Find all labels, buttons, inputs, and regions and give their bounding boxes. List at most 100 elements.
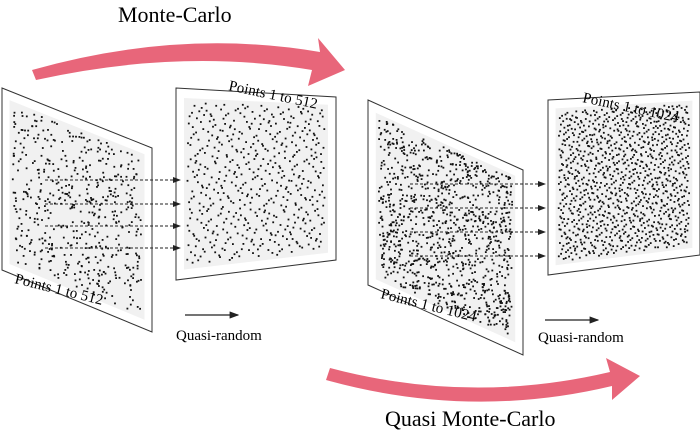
sample-point	[501, 302, 503, 304]
sample-point	[214, 251, 217, 254]
sample-point	[652, 127, 655, 129]
sample-point	[391, 142, 394, 145]
sample-point	[627, 207, 630, 209]
sample-point	[97, 283, 99, 285]
sample-point	[686, 229, 689, 232]
sample-point	[286, 199, 289, 201]
sample-point	[191, 261, 194, 264]
sample-point	[442, 278, 444, 281]
sample-point	[200, 191, 203, 194]
sample-point	[415, 215, 418, 218]
sample-point	[15, 210, 18, 213]
sample-point	[383, 263, 385, 266]
sample-point	[135, 213, 138, 216]
sample-point	[612, 111, 615, 113]
sample-point	[262, 118, 265, 121]
sample-point	[426, 261, 429, 263]
sample-point	[673, 114, 676, 117]
sample-point	[506, 211, 509, 214]
sample-point	[647, 244, 650, 246]
sample-point	[660, 148, 663, 151]
sample-point	[316, 120, 319, 123]
sample-point	[388, 199, 390, 202]
sample-point	[593, 198, 596, 201]
sample-point	[666, 179, 669, 182]
sample-point	[646, 174, 649, 177]
sample-point	[41, 219, 43, 221]
sample-point	[505, 228, 508, 231]
sample-point	[92, 291, 95, 294]
sample-point	[439, 296, 442, 298]
sample-point	[483, 257, 486, 260]
sample-point	[469, 306, 471, 308]
sample-point	[301, 130, 304, 132]
sample-point	[505, 191, 508, 194]
sample-point	[113, 214, 115, 217]
sample-point	[42, 129, 45, 132]
sample-point	[35, 202, 37, 205]
sample-point	[459, 164, 461, 166]
sample-point	[447, 156, 449, 159]
sample-point	[290, 233, 292, 236]
sample-point	[419, 174, 422, 177]
sample-point	[392, 123, 394, 126]
sample-point	[235, 176, 238, 178]
sample-point	[558, 134, 560, 137]
sample-point	[412, 168, 415, 171]
sample-point	[682, 119, 684, 122]
sample-point	[608, 186, 611, 189]
sample-point	[107, 158, 109, 160]
sample-point	[503, 259, 505, 262]
sample-point	[609, 197, 612, 200]
sample-point	[273, 214, 275, 217]
sample-point	[94, 235, 96, 238]
sample-point	[200, 107, 203, 109]
sample-point	[98, 159, 100, 162]
sample-point	[244, 107, 247, 110]
sample-point	[390, 272, 392, 275]
sample-point	[622, 150, 625, 153]
sample-point	[576, 188, 579, 191]
sample-point	[126, 151, 129, 154]
sample-point	[64, 269, 67, 271]
sample-point	[649, 117, 652, 120]
sample-point	[684, 149, 687, 151]
sample-point	[616, 128, 619, 131]
sample-point	[27, 129, 30, 132]
sample-point	[189, 208, 191, 211]
sample-point	[237, 218, 240, 221]
sample-point	[659, 157, 662, 160]
sample-point	[601, 201, 604, 203]
sample-point	[272, 221, 275, 224]
sample-point	[120, 150, 122, 153]
sample-point	[46, 209, 49, 212]
sample-point	[191, 111, 193, 114]
sample-point	[585, 254, 588, 257]
sample-point	[586, 226, 588, 228]
sample-point	[598, 233, 601, 236]
sample-point	[575, 148, 578, 150]
sample-point	[609, 236, 611, 238]
sample-point	[476, 225, 479, 228]
sample-point	[212, 230, 215, 233]
sample-point	[656, 127, 659, 129]
sample-point	[285, 186, 288, 189]
sample-point	[66, 266, 69, 269]
sample-point	[683, 240, 685, 243]
sample-point	[261, 243, 264, 245]
sample-point	[656, 229, 659, 231]
sample-point	[268, 120, 271, 122]
sample-point	[455, 163, 457, 166]
sample-point	[474, 174, 477, 176]
sample-point	[601, 136, 604, 139]
sample-point	[451, 300, 454, 303]
sample-point	[89, 175, 91, 178]
sample-point	[439, 204, 442, 206]
sample-point	[475, 292, 477, 295]
sample-point	[69, 207, 72, 210]
sample-point	[472, 225, 474, 228]
sample-point	[72, 160, 75, 162]
sample-point	[653, 196, 655, 198]
sample-point	[276, 253, 279, 256]
sample-point	[248, 126, 251, 128]
